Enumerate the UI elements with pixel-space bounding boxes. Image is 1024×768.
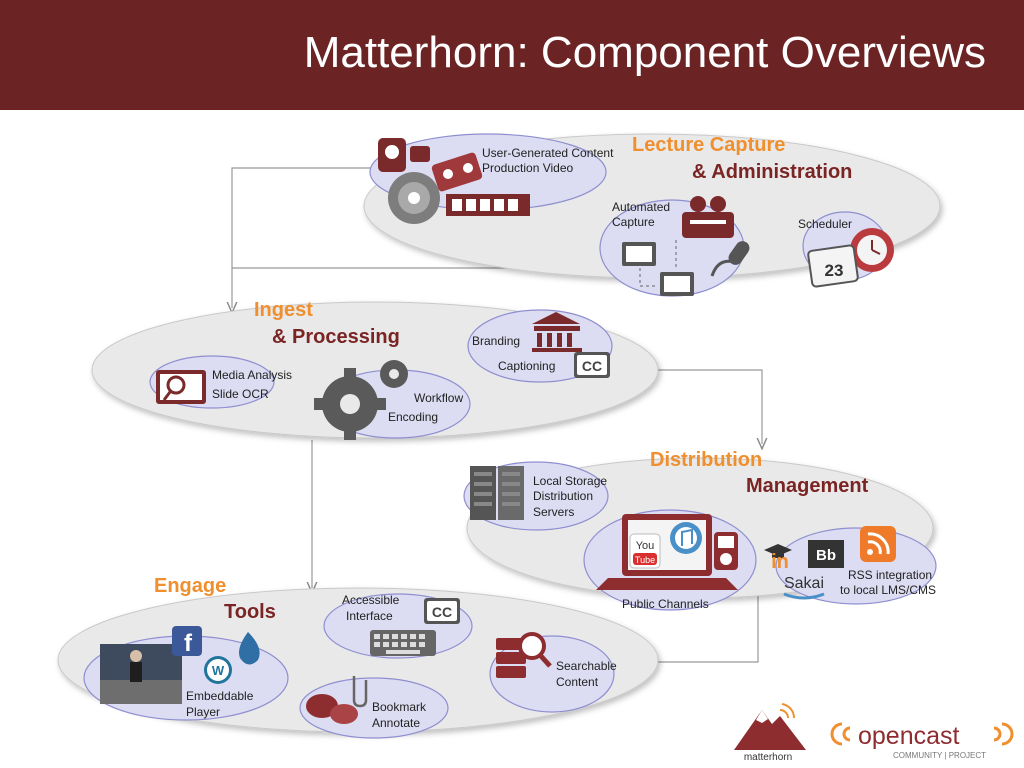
graduation-cap-icon xyxy=(764,544,792,558)
closed-caption-icon-2: CC xyxy=(424,598,460,624)
section-distribution-title: Distribution xyxy=(650,449,762,471)
section-engage-title: Engage xyxy=(154,575,226,597)
label-local-storage: Local Storage xyxy=(533,474,607,488)
label-slide-ocr: Slide OCR xyxy=(212,387,269,401)
youtube-tube: Tube xyxy=(635,555,655,565)
label-public-channels: Public Channels xyxy=(622,597,709,611)
projector-icon xyxy=(682,196,734,238)
label-local-lms: to local LMS/CMS xyxy=(840,583,936,597)
video-player-thumbnail xyxy=(100,644,182,704)
label-captioning: Captioning xyxy=(498,359,555,373)
cc-label: CC xyxy=(582,358,602,374)
label-annotate: Annotate xyxy=(372,716,420,730)
label-media-analysis: Media Analysis xyxy=(212,368,292,382)
label-encoding: Encoding xyxy=(388,410,438,424)
opencast-logo-subtext: COMMUNITY | PROJECT xyxy=(893,751,986,760)
label-bookmark: Bookmark xyxy=(372,700,427,714)
magnifier-screen-icon xyxy=(156,370,206,404)
label-branding: Branding xyxy=(472,334,520,348)
opencast-logo-text: opencast xyxy=(858,722,960,750)
cc-label-2: CC xyxy=(432,604,452,620)
label-automated: Automated xyxy=(612,200,670,214)
section-engage-subtitle: Tools xyxy=(224,601,276,623)
bubble-bookmark xyxy=(299,677,449,739)
matterhorn-logo-text: matterhorn xyxy=(744,752,792,763)
microphone-icon xyxy=(710,241,750,277)
calendar-date: 23 xyxy=(825,261,844,280)
label-accessible: Accessible xyxy=(342,593,400,607)
keyboard-icon xyxy=(370,630,436,656)
blackboard-label: Bb xyxy=(816,547,836,564)
computer-monitor-icon xyxy=(622,240,694,296)
connector-ingest-to-distribution xyxy=(655,369,762,444)
linkedin-label: in xyxy=(771,551,789,573)
closed-caption-icon: CC xyxy=(574,352,610,378)
sakai-label: Sakai xyxy=(784,575,824,592)
title-bar: Matterhorn: Component Overviews xyxy=(0,0,1024,110)
itunes-icon xyxy=(670,522,702,554)
label-distribution: Distribution xyxy=(533,489,593,503)
section-ingest-subtitle: & Processing xyxy=(272,326,400,348)
label-interface: Interface xyxy=(346,609,393,623)
ipod-icon xyxy=(714,532,738,570)
connector-capture-to-ingest xyxy=(232,167,375,308)
wordpress-label: W xyxy=(212,663,225,678)
label-searchable: Searchable xyxy=(556,659,617,673)
matterhorn-logo: matterhorn xyxy=(734,703,806,763)
search-database-icon xyxy=(496,632,552,678)
label-scheduler: Scheduler xyxy=(798,217,852,231)
label-player: Player xyxy=(186,705,220,719)
facebook-icon: f xyxy=(172,626,202,657)
connector-distribution-to-engage xyxy=(630,592,759,662)
youtube-you: You xyxy=(636,540,655,552)
drupal-icon xyxy=(239,632,260,665)
wordpress-icon: W xyxy=(204,656,232,684)
opencast-logo: opencast COMMUNITY | PROJECT xyxy=(830,722,1014,760)
youtube-icon: You Tube xyxy=(629,533,661,569)
dvd-disc-icon xyxy=(388,172,440,224)
institution-building-icon xyxy=(532,312,582,352)
sakai-icon: Sakai xyxy=(783,575,825,600)
label-user-generated: User-Generated Content xyxy=(482,146,614,160)
label-production-video: Production Video xyxy=(482,161,574,175)
label-embeddable: Embeddable xyxy=(186,689,254,703)
gears-icon xyxy=(314,360,408,440)
speech-bubbles-icon xyxy=(306,676,368,724)
facebook-label: f xyxy=(184,630,193,657)
linkedin-icon: in xyxy=(771,551,789,573)
section-distribution-subtitle: Management xyxy=(746,475,869,497)
slide-title: Matterhorn: Component Overviews xyxy=(303,28,986,77)
blackboard-icon: Bb xyxy=(808,540,844,568)
label-workflow: Workflow xyxy=(414,391,463,405)
label-servers: Servers xyxy=(533,505,574,519)
section-capture-subtitle: & Administration xyxy=(692,161,852,183)
section-capture-title: Lecture Capture xyxy=(632,134,785,156)
label-capture: Capture xyxy=(612,215,655,229)
video-tape-icon xyxy=(431,152,483,192)
section-ingest-title: Ingest xyxy=(254,299,313,321)
server-rack-icon xyxy=(470,466,524,520)
rss-feed-icon xyxy=(860,526,896,562)
video-camera-icon xyxy=(378,138,430,172)
film-strip-icon xyxy=(446,194,530,216)
calendar-clock-icon: 23 xyxy=(807,228,894,288)
label-content: Content xyxy=(556,675,599,689)
label-rss-integration: RSS integration xyxy=(848,568,932,582)
